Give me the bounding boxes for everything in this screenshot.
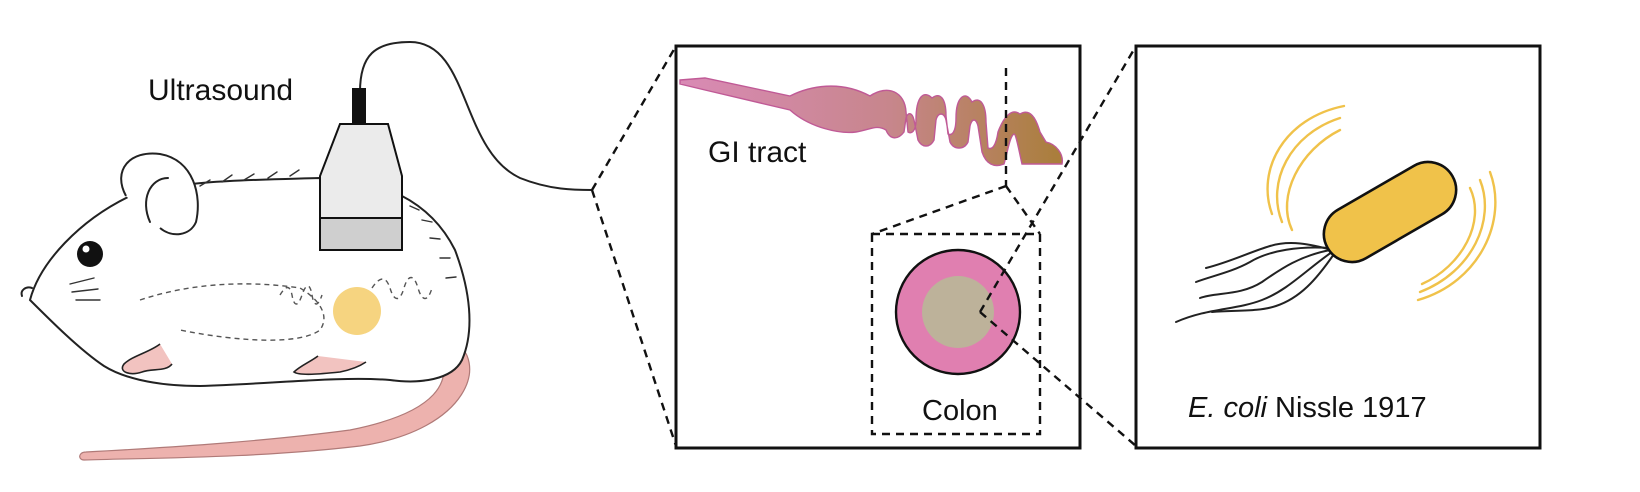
probe-tip: [319, 217, 403, 251]
probe-body: [319, 123, 403, 219]
vibration-arc-right-inner: [1420, 186, 1477, 286]
colon-lumen: [922, 276, 994, 348]
zoom-lines-bacterium: [978, 45, 1138, 447]
flagella: [1175, 242, 1335, 323]
colon-label: Colon: [922, 395, 998, 427]
mouse-ear: [120, 152, 199, 236]
mouse-tail: [79, 339, 471, 461]
mouse-gut-outline: [139, 283, 325, 341]
mouse-eye-highlight: [82, 245, 90, 253]
mouse-body: [28, 176, 471, 388]
zoom-lines-colon: [871, 184, 1041, 236]
mouse-eye: [77, 241, 103, 267]
probe-handle: [352, 88, 366, 126]
vibration-arc-right-outer: [1416, 170, 1497, 302]
bacterium-label-italic: E. coli: [1188, 392, 1269, 424]
mouse-intestine-loops: [279, 276, 433, 305]
bacterium-body: [1322, 160, 1458, 264]
vibration-arc-left-outer: [1266, 104, 1346, 216]
ultrasound-label: Ultrasound: [148, 74, 293, 107]
zoom-lines-gi: [590, 45, 678, 447]
colon-inset-box: [870, 232, 1042, 436]
ultrasound-cable: [359, 41, 593, 191]
mouse-front-paw: [121, 343, 173, 375]
mouse-fur: [199, 169, 457, 279]
mouse-hind-paw: [292, 355, 367, 376]
bacterium-label-strain: Nissle 1917: [1267, 392, 1427, 424]
vibration-arc-left-middle: [1275, 116, 1342, 224]
mouse-whisker-lines: [69, 277, 101, 301]
vibration-arc-left-inner: [1285, 128, 1342, 232]
gi-tract-shape: [679, 77, 1063, 167]
ultrasound-focus-spot: [333, 287, 381, 335]
vibration-arc-right-middle: [1418, 178, 1487, 294]
vibration-arcs: [1266, 104, 1497, 302]
mouse-ear-inner: [145, 177, 169, 223]
gi-tract-label: GI tract: [708, 136, 807, 169]
mouse-nose: [20, 286, 33, 297]
bacterium-label: E. coli Nissle 1917: [1188, 392, 1427, 424]
ultrasound-probe: [319, 88, 403, 251]
